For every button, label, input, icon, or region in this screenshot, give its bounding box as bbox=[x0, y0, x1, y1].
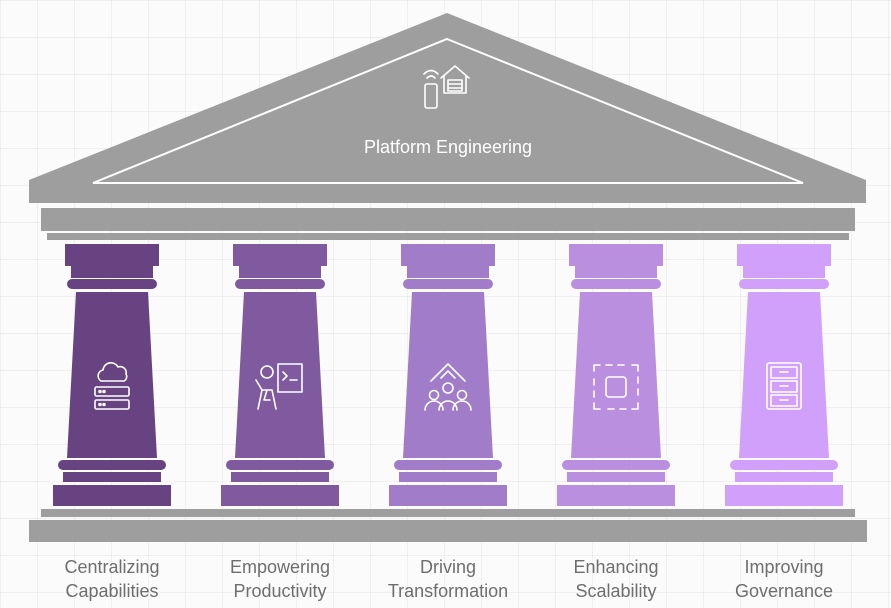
scale-frame-icon bbox=[593, 364, 639, 410]
pillar-4 bbox=[557, 244, 675, 506]
pillar-shaft bbox=[571, 292, 661, 458]
pillar-capital bbox=[569, 244, 663, 266]
label-enhancing: Enhancing Scalability bbox=[531, 555, 701, 603]
pillar-capital bbox=[401, 244, 495, 266]
pillar-ring-bottom bbox=[562, 460, 670, 470]
pillar-1 bbox=[53, 244, 171, 506]
label-line-2: Transformation bbox=[387, 581, 509, 601]
base-step-lower bbox=[29, 520, 867, 542]
pillar-capital bbox=[233, 244, 327, 266]
group-growth-icon bbox=[424, 363, 472, 411]
presenter-icon bbox=[255, 363, 303, 410]
pillar-3 bbox=[389, 244, 507, 506]
pillar-plinth bbox=[63, 472, 161, 482]
pillar-2 bbox=[221, 244, 339, 506]
entablature-upper bbox=[41, 208, 855, 231]
pillar-foot bbox=[389, 485, 507, 506]
cloud-server-icon bbox=[94, 362, 130, 410]
base-step-upper bbox=[41, 509, 855, 517]
pillar-plinth bbox=[399, 472, 497, 482]
pillar-plinth bbox=[567, 472, 665, 482]
pillar-shaft bbox=[403, 292, 493, 458]
pillar-shaft bbox=[235, 292, 325, 458]
label-line-2: Productivity bbox=[233, 581, 327, 601]
pillar-5 bbox=[725, 244, 843, 506]
pillars bbox=[53, 244, 843, 506]
pillar-neck bbox=[575, 266, 657, 278]
pillar-foot bbox=[221, 485, 339, 506]
smart-home-icon bbox=[423, 65, 470, 109]
pillar-capital bbox=[737, 244, 831, 266]
pillar-foot bbox=[725, 485, 843, 506]
roof-title: Platform Engineering bbox=[364, 137, 532, 157]
pillar-ring-bottom bbox=[394, 460, 502, 470]
pillar-plinth bbox=[231, 472, 329, 482]
label-empowering: Empowering Productivity bbox=[195, 555, 365, 603]
pillar-ring-top bbox=[571, 279, 661, 289]
roof-inner-outline bbox=[92, 37, 804, 184]
label-line-1: Driving bbox=[419, 557, 476, 577]
pillar-foot bbox=[53, 485, 171, 506]
pillar-plinth bbox=[735, 472, 833, 482]
pillar-neck bbox=[239, 266, 321, 278]
pillar-ring-top bbox=[739, 279, 829, 289]
pillar-capital bbox=[65, 244, 159, 266]
label-line-1: Empowering bbox=[229, 557, 331, 577]
pillar-shaft bbox=[739, 292, 829, 458]
label-line-1: Improving bbox=[744, 557, 824, 577]
pillar-foot bbox=[557, 485, 675, 506]
pillar-ring-top bbox=[67, 279, 157, 289]
pillar-ring-bottom bbox=[226, 460, 334, 470]
entablature-lower bbox=[47, 233, 849, 240]
pillar-ring-bottom bbox=[730, 460, 838, 470]
pillar-neck bbox=[71, 266, 153, 278]
pillar-ring-top bbox=[235, 279, 325, 289]
pillar-ring-top bbox=[403, 279, 493, 289]
label-driving: Driving Transformation bbox=[363, 555, 533, 603]
pillar-ring-bottom bbox=[58, 460, 166, 470]
roof bbox=[29, 13, 866, 203]
label-line-2: Capabilities bbox=[65, 581, 159, 601]
pillar-neck bbox=[407, 266, 489, 278]
label-line-1: Enhancing bbox=[573, 557, 659, 577]
label-centralizing: Centralizing Capabilities bbox=[27, 555, 197, 603]
label-improving: Improving Governance bbox=[699, 555, 869, 603]
pillar-shaft bbox=[67, 292, 157, 458]
label-line-1: Centralizing bbox=[64, 557, 160, 577]
cabinet-icon bbox=[766, 362, 802, 410]
label-line-2: Governance bbox=[734, 581, 834, 601]
pillar-neck bbox=[743, 266, 825, 278]
label-line-2: Scalability bbox=[575, 581, 657, 601]
